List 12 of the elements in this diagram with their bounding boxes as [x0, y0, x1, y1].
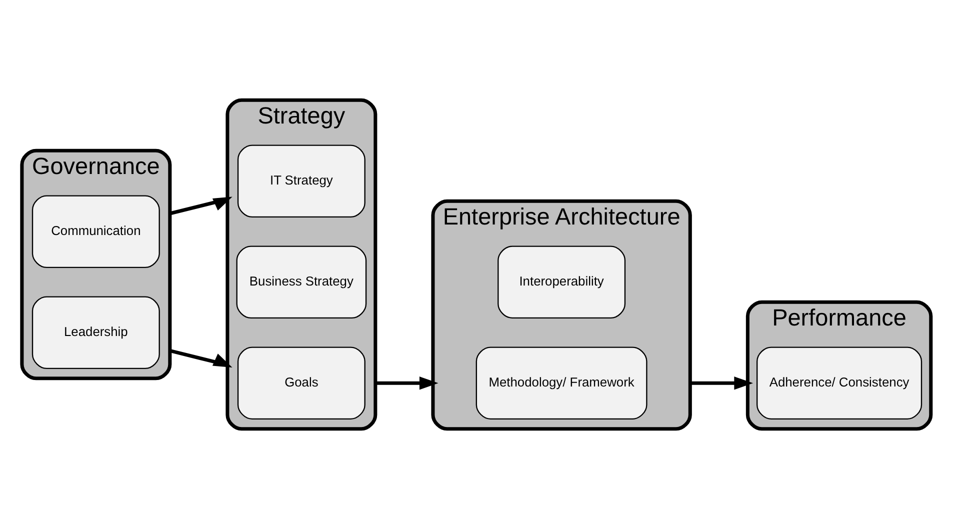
- arrow: [169, 348, 232, 367]
- node-box: Leadership: [32, 296, 160, 369]
- node-box: Interoperability: [498, 245, 626, 318]
- node-box: Adherence/ Consistency: [756, 346, 922, 420]
- node-box: Communication: [32, 194, 160, 268]
- arrow: [690, 376, 754, 390]
- arrow: [169, 196, 232, 215]
- node-box: Business Strategy: [236, 245, 367, 318]
- node-box: IT Strategy: [237, 144, 366, 218]
- node-box: Methodology/ Framework: [476, 346, 648, 420]
- arrow: [375, 376, 438, 390]
- node-box: Goals: [237, 346, 366, 420]
